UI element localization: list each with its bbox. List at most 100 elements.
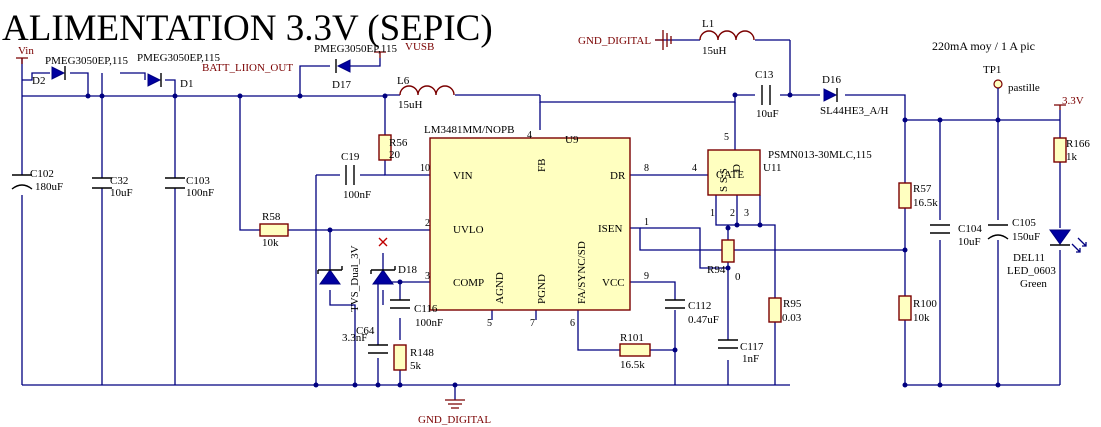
c13-ref: C13 (755, 69, 774, 81)
d17-ref: D17 (332, 79, 351, 91)
led-del11: DEL11 LED_0603 Green (1007, 229, 1087, 290)
pin-vcc-label: VCC (602, 277, 625, 289)
c116-ref: C116 (414, 303, 438, 315)
net-gnd-bottom: GND_DIGITAL (418, 399, 491, 426)
res-r94: R94 0 (707, 239, 741, 283)
r101-ref: R101 (620, 332, 644, 344)
diode-d1: PMEG3050EP,115 D1 (137, 52, 221, 90)
r58-ref: R58 (262, 211, 281, 223)
pin-vin-label: VIN (453, 170, 473, 182)
c64-ref: C64 (356, 325, 375, 337)
diode-d2: PMEG3050EP,115 D2 (32, 55, 129, 87)
inductor-l6: L6 15uH (397, 75, 455, 111)
c19-ref: C19 (341, 151, 360, 163)
r100-value: 10k (913, 312, 930, 324)
pin-comp-label: COMP (453, 277, 484, 289)
net-vin: Vin (16, 45, 34, 64)
pin-dr-label: DR (610, 170, 626, 182)
net-vusb: VUSB (374, 41, 434, 58)
d17-value: PMEG3050EP,115 (314, 43, 398, 55)
pin-pgnd-label: PGND (536, 274, 548, 304)
pin-num-1: 1 (644, 217, 649, 228)
junctions (85, 92, 1001, 388)
pin-uvlo-label: UVLO (453, 224, 484, 236)
res-r100: R100 10k (898, 295, 937, 324)
pin-num-10: 10 (420, 163, 430, 174)
mosfet-part: PSMN013-30MLC,115 (768, 149, 872, 161)
res-r58: R58 10k (259, 211, 289, 249)
l6-value: 15uH (398, 99, 423, 111)
d2-value: PMEG3050EP,115 (45, 55, 129, 67)
l1-ref: L1 (702, 18, 714, 30)
l1-value: 15uH (702, 45, 727, 57)
r148-value: 5k (410, 360, 422, 372)
r58-value: 10k (262, 237, 279, 249)
diode-d16: D16 SL44HE3_A/H (820, 74, 889, 117)
cap-c64: C64 3.3nF (342, 325, 388, 354)
cap-c105: C105 150uF (987, 217, 1040, 243)
del11-value: LED_0603 (1007, 265, 1056, 277)
r56-ref: R56 (389, 137, 408, 149)
pin-isen-label: ISEN (598, 223, 623, 235)
mosfet-s-label: S S S (718, 168, 730, 192)
net-batt-label: BATT_LIION_OUT (202, 62, 293, 74)
d2-ref: D2 (32, 75, 45, 87)
c117-value: 1nF (742, 353, 759, 365)
c19-value: 100nF (343, 189, 371, 201)
pin-num-5: 5 (487, 318, 492, 329)
r100-ref: R100 (913, 298, 937, 310)
net-vusb-label: VUSB (405, 41, 434, 53)
c13-value: 10uF (756, 108, 779, 120)
c103-value: 100nF (186, 187, 214, 199)
mosfet-pin-1: 1 (710, 208, 715, 219)
pin-agnd-label: AGND (494, 272, 506, 304)
r95-ref: R95 (783, 298, 802, 310)
c104-value: 10uF (958, 236, 981, 248)
mosfet-ref: U11 (763, 162, 782, 174)
pin-num-6: 6 (570, 318, 575, 329)
pin-fa-label: FA/SYNC/SD (576, 241, 588, 304)
c105-value: 150uF (1012, 231, 1040, 243)
inductor-l1: L1 15uH (699, 18, 755, 57)
ic-u9: LM3481MM/NOPB U9 VIN UVLO COMP DR ISEN V… (420, 124, 649, 329)
r57-ref: R57 (913, 183, 932, 195)
cap-c116: C116 100nF (390, 299, 443, 329)
tp1-ref: TP1 (983, 64, 1001, 76)
net-gnd-top: GND_DIGITAL (578, 30, 672, 50)
r101-value: 16.5k (620, 359, 645, 371)
cap-c112: C112 0.47uF (665, 299, 719, 326)
r94-ref: R94 (707, 264, 726, 276)
c102-value: 180uF (35, 181, 63, 193)
c64-value: 3.3nF (342, 332, 367, 344)
c112-value: 0.47uF (688, 314, 719, 326)
pin-fb-label: FB (536, 159, 548, 172)
pin-num-7: 7 (530, 318, 535, 329)
d16-value: SL44HE3_A/H (820, 105, 889, 117)
res-r101: R101 16.5k (619, 332, 651, 371)
r95-value: 0.03 (782, 312, 802, 324)
c116-value: 100nF (415, 317, 443, 329)
tvs-diode: TVS_Dual_3V (317, 245, 361, 312)
del11-ref: DEL11 (1013, 252, 1045, 264)
r57-value: 16.5k (913, 197, 938, 209)
cap-c104: C104 10uF (930, 223, 982, 248)
cap-c13: C13 10uF (755, 69, 779, 120)
current-note: 220mA moy / 1 A pic (932, 39, 1035, 53)
pin-num-9: 9 (644, 271, 649, 282)
r166-ref: R166 (1066, 138, 1090, 150)
c32-value: 10uF (110, 187, 133, 199)
res-r57: R57 16.5k (898, 182, 938, 209)
mosfet-pin-2: 2 (730, 208, 735, 219)
ic-u9-ref: U9 (565, 134, 579, 146)
c102-ref: C102 (30, 168, 54, 180)
d16-ref: D16 (822, 74, 841, 86)
net-vin-label: Vin (18, 45, 34, 57)
pin-num-2: 2 (425, 218, 430, 229)
del11-color: Green (1020, 278, 1047, 290)
l6-ref: L6 (397, 75, 410, 87)
d18-ref: D18 (398, 264, 417, 276)
pin-num-3: 3 (425, 271, 430, 282)
mosfet-gate-label: GATE (716, 169, 744, 181)
tvs-value: TVS_Dual_3V (349, 245, 361, 312)
net-gnd-bottom-label: GND_DIGITAL (418, 414, 491, 426)
